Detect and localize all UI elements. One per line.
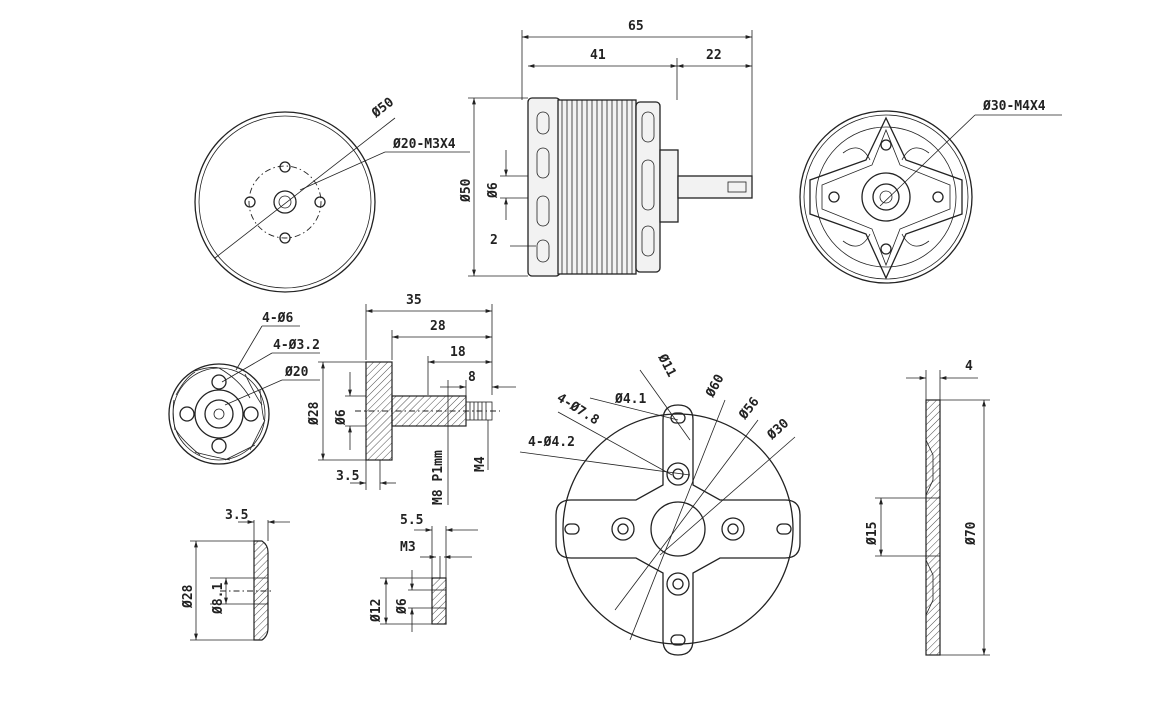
collar-part: 3.5 Ø28 Ø8.1: [181, 508, 290, 641]
dim-adapter-d28: Ø28: [307, 401, 322, 426]
dim-mount-thickness: 4: [965, 359, 973, 374]
prop-adapter-face: 4-Ø6 4-Ø3.2 Ø20: [168, 311, 320, 465]
dim-shaft-diameter: Ø6: [486, 182, 501, 199]
dim-collar-thickness: 3.5: [225, 508, 248, 523]
dim-screw-length: 5.5: [400, 513, 423, 528]
dim-adapter-l4: 8: [468, 370, 476, 385]
dim-adapter-thread: M8 P1mm: [431, 450, 446, 505]
dim-adapter-l2: 28: [430, 319, 446, 334]
dim-step: 2: [490, 233, 498, 248]
dim-collar-inner: Ø8.1: [211, 583, 226, 615]
dim-adapter-big-holes: 4-Ø6: [262, 311, 293, 326]
dim-adapter-d6: Ø6: [334, 409, 349, 426]
dim-adapter-pcd: Ø20: [284, 365, 309, 380]
dim-mount-d56: Ø56: [736, 395, 763, 424]
dim-mount-holes42: 4-Ø4.2: [528, 435, 575, 450]
dim-front-bolt: Ø20-M3X4: [392, 137, 456, 152]
dim-adapter-flange: 3.5: [336, 469, 359, 484]
prop-adapter-side: 35 28 18 8 Ø28 Ø6 3.5 M8 P1mm M4: [307, 293, 516, 505]
mount-side-view: 4 Ø15 Ø70: [865, 359, 990, 656]
dim-adapter-m4: M4: [473, 456, 488, 472]
screw-part: 5.5 M3 Ø12 Ø6: [369, 513, 478, 632]
motor-mount: Ø11 Ø4.1 4-Ø7.8 4-Ø4.2 Ø60 Ø56 Ø30: [519, 351, 801, 656]
dim-shaft-length: 22: [706, 48, 722, 63]
dim-front-outer: Ø50: [368, 95, 397, 122]
dim-side-diameter: Ø50: [459, 178, 474, 203]
dim-screw-thread: M3: [400, 540, 416, 555]
dim-total-length: 65: [628, 19, 644, 34]
dim-adapter-l3: 18: [450, 345, 466, 360]
dim-adapter-length: 35: [406, 293, 422, 308]
rear-view: Ø30-M4X4: [799, 99, 1062, 284]
dim-body-length: 41: [590, 48, 606, 63]
dim-mount-d41: Ø4.1: [614, 392, 646, 407]
dim-mount-d70: Ø70: [964, 521, 979, 546]
dim-adapter-small-holes: 4-Ø3.2: [273, 338, 320, 353]
side-view: 65 41 22 Ø50 Ø6: [459, 19, 753, 277]
dim-collar-outer: Ø28: [181, 584, 196, 609]
dim-mount-d30: Ø30: [764, 416, 792, 444]
dim-mount-d60: Ø60: [703, 372, 728, 401]
dim-mount-d15: Ø15: [865, 522, 880, 546]
dim-screw-inner: Ø6: [395, 598, 410, 615]
dim-mount-d11: Ø11: [654, 351, 679, 380]
dim-rear-bolt: Ø30-M4X4: [982, 99, 1046, 114]
dim-screw-head: Ø12: [369, 599, 384, 623]
front-view: Ø50 Ø20-M3X4: [194, 95, 470, 293]
